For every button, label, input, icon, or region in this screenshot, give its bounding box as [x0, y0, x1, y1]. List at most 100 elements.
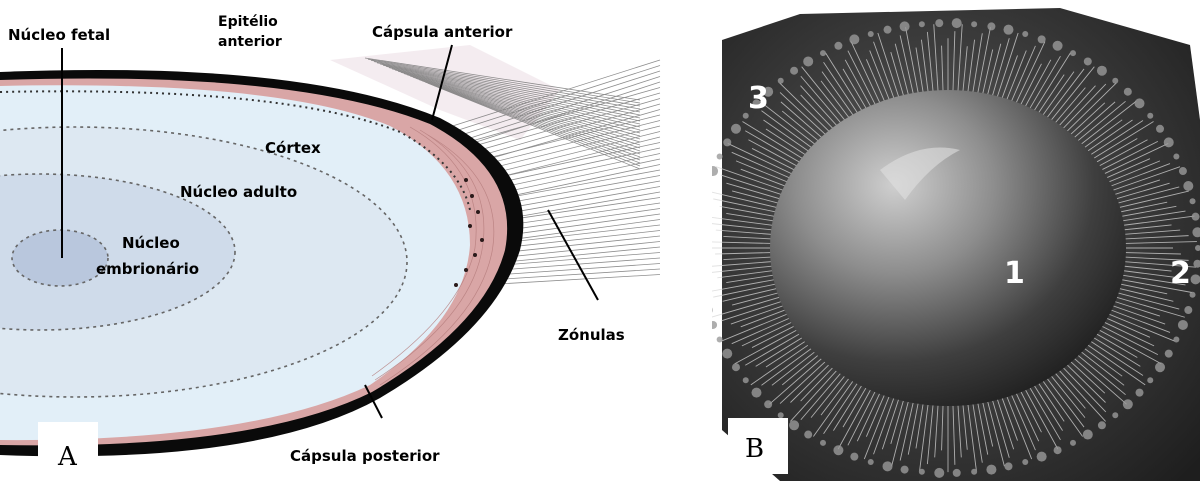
- panel-b-letter: B: [745, 434, 764, 464]
- sem-rim-bump: [883, 461, 893, 471]
- label-cortex: Córtex: [265, 139, 321, 157]
- sem-rim-bump: [1173, 153, 1179, 159]
- sem-rim-bump: [1037, 452, 1047, 462]
- sem-rim-bump: [1190, 292, 1196, 298]
- sem-rim-bump: [722, 349, 732, 359]
- sem-rim-bump: [1112, 412, 1118, 418]
- sem-rim-bump: [695, 245, 701, 251]
- sem-rim-bump: [1173, 337, 1179, 343]
- label-nucleo-embrionario-2: embrionário: [96, 260, 199, 278]
- sem-rim-bump: [1178, 320, 1188, 330]
- label-nucleo-embrionario-1: Núcleo: [122, 234, 180, 252]
- sem-rim-bump: [820, 440, 826, 446]
- sem-rim-bump: [694, 259, 704, 269]
- sem-rim-bump: [971, 21, 977, 27]
- sem-rim-bump: [868, 459, 874, 465]
- sem-rim-bump: [934, 468, 944, 478]
- sem-rim-bump: [789, 420, 799, 430]
- sem-rim-bump: [1135, 98, 1145, 108]
- sem-rim-bump: [952, 18, 962, 28]
- sem-rim-bump: [1003, 25, 1013, 35]
- sem-rim-bump: [987, 22, 995, 30]
- label-nucleo-adulto: Núcleo adulto: [180, 183, 297, 201]
- sem-rim-bump: [1183, 181, 1193, 191]
- sem-rim-bump: [1155, 362, 1165, 372]
- sem-rim-bump: [778, 78, 784, 84]
- sem-rim-bump: [1165, 350, 1173, 358]
- sem-rim-bump: [1147, 377, 1153, 383]
- sem-rim-bump: [804, 431, 812, 439]
- panel-b-sem-image: 3 1 2 B: [694, 8, 1200, 481]
- sem-rim-bump: [1098, 421, 1106, 429]
- sem-label-3: 3: [748, 81, 769, 116]
- sem-rim-bump: [1083, 430, 1093, 440]
- sem-rim-bump: [1147, 113, 1153, 119]
- label-epitelio-anterior-2: anterior: [218, 34, 282, 50]
- sem-rim-bump: [1164, 137, 1174, 147]
- sem-rim-bump: [790, 67, 798, 75]
- sem-label-2: 2: [1170, 256, 1191, 291]
- sem-rim-bump: [1097, 66, 1107, 76]
- sem-rim-bump: [1179, 167, 1187, 175]
- sem-rim-bump: [717, 337, 723, 343]
- sem-rim-bump: [1004, 462, 1012, 470]
- sem-rim-bump: [1054, 446, 1062, 454]
- label-nucleo-fetal: Núcleo fetal: [8, 26, 110, 44]
- sem-rim-bump: [1136, 389, 1144, 397]
- sem-rim-bump: [751, 388, 761, 398]
- embryonic-nucleus: [12, 230, 108, 286]
- sem-rim-bump: [1038, 35, 1046, 43]
- sem-rim-bump: [1070, 50, 1076, 56]
- sem-rim-bump: [919, 21, 925, 27]
- sem-rim-bump: [1190, 198, 1196, 204]
- sem-rim-bump: [1156, 125, 1164, 133]
- sem-rim-bump: [1022, 459, 1028, 465]
- sem-rim-bump: [723, 138, 731, 146]
- sem-rim-bump: [743, 377, 749, 383]
- sem-rim-bump: [850, 453, 858, 461]
- panel-a-lens-diagram: Núcleo fetal Epitélio anterior Cápsula a…: [0, 14, 660, 478]
- sem-rim-bump: [1112, 78, 1118, 84]
- sem-rim-bump: [868, 31, 874, 37]
- sem-rim-bump: [953, 469, 961, 477]
- label-zonulas: Zónulas: [558, 326, 625, 344]
- label-capsula-posterior: Cápsula posterior: [290, 447, 440, 465]
- sem-rim-bump: [935, 19, 943, 27]
- sem-rim-bump: [695, 212, 705, 222]
- label-epitelio-anterior-1: Epitélio: [218, 14, 278, 30]
- sem-rim-bump: [986, 465, 996, 475]
- sem-rim-bump: [1192, 213, 1200, 221]
- sem-rim-bump: [849, 34, 859, 44]
- sem-rim-bump: [1022, 31, 1028, 37]
- sem-rim-bump: [1084, 57, 1092, 65]
- sem-label-1: 1: [1004, 256, 1025, 291]
- sem-rim-bump: [820, 50, 826, 56]
- sem-rim-bump: [1184, 306, 1192, 314]
- sem-rim-bump: [834, 42, 842, 50]
- sem-rim-bump: [708, 166, 718, 176]
- sem-rim-bump: [803, 56, 813, 66]
- sem-rim-bump: [971, 469, 977, 475]
- sem-rim-bump: [703, 305, 713, 315]
- sem-rim-bump: [717, 153, 723, 159]
- sem-rim-bump: [732, 363, 740, 371]
- sem-rim-bump: [1070, 440, 1076, 446]
- sem-rim-bump: [709, 321, 717, 329]
- panel-a-letter: A: [57, 442, 78, 472]
- sem-rim-bump: [700, 198, 706, 204]
- sem-rim-bump: [695, 228, 703, 236]
- sem-rim-bump: [901, 466, 909, 474]
- sem-rim-bump: [1124, 88, 1132, 96]
- sem-rim-bump: [700, 292, 706, 298]
- sem-rim-bump: [696, 275, 704, 283]
- sem-rim-bump: [778, 412, 784, 418]
- sem-rim-bump: [919, 469, 925, 475]
- sem-rim-bump: [833, 445, 843, 455]
- sem-rim-bump: [1123, 399, 1133, 409]
- sem-rim-bump: [1053, 41, 1063, 51]
- sem-rim-bump: [764, 400, 772, 408]
- sem-rim-bump: [704, 182, 712, 190]
- label-capsula-anterior: Cápsula anterior: [372, 23, 513, 41]
- sem-lens: [770, 90, 1126, 406]
